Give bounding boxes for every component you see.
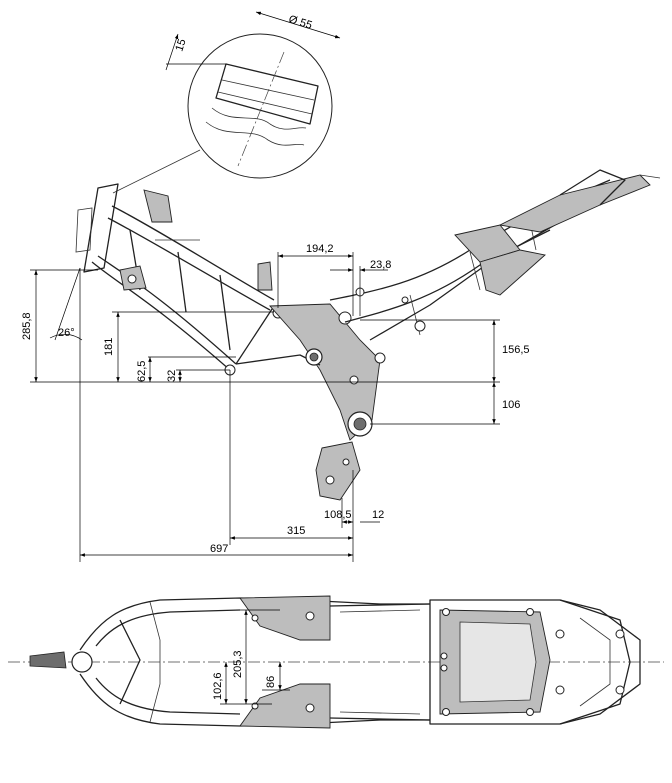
dim-108: 108,5 — [324, 509, 352, 521]
dim-194: 194,2 — [306, 243, 334, 255]
dim-697: 697 — [210, 543, 228, 555]
dim-12: 12 — [372, 509, 384, 521]
side-view-dimensions — [30, 252, 500, 562]
dim-205: 205,3 — [232, 650, 244, 678]
top-view-dimensions — [220, 609, 290, 705]
dim-23: 23,8 — [370, 259, 391, 271]
dim-32: 32 — [166, 370, 178, 382]
dim-106: 106 — [502, 399, 520, 411]
angle-label: 26° — [58, 327, 75, 339]
dim-62: 62,5 — [136, 361, 148, 382]
top-view-frame — [8, 595, 664, 729]
dim-156: 156,5 — [502, 344, 530, 356]
dim-285: 285,8 — [21, 312, 33, 340]
dim-102: 102,6 — [212, 672, 224, 700]
dim-181: 181 — [103, 338, 115, 356]
side-view-frame — [75, 169, 661, 501]
dim-315: 315 — [287, 525, 305, 537]
diameter-label: Ø 55 — [287, 13, 313, 31]
dim-86: 86 — [265, 676, 277, 688]
tube-offset-label: 15 — [173, 38, 188, 53]
detail-circle — [112, 11, 341, 194]
